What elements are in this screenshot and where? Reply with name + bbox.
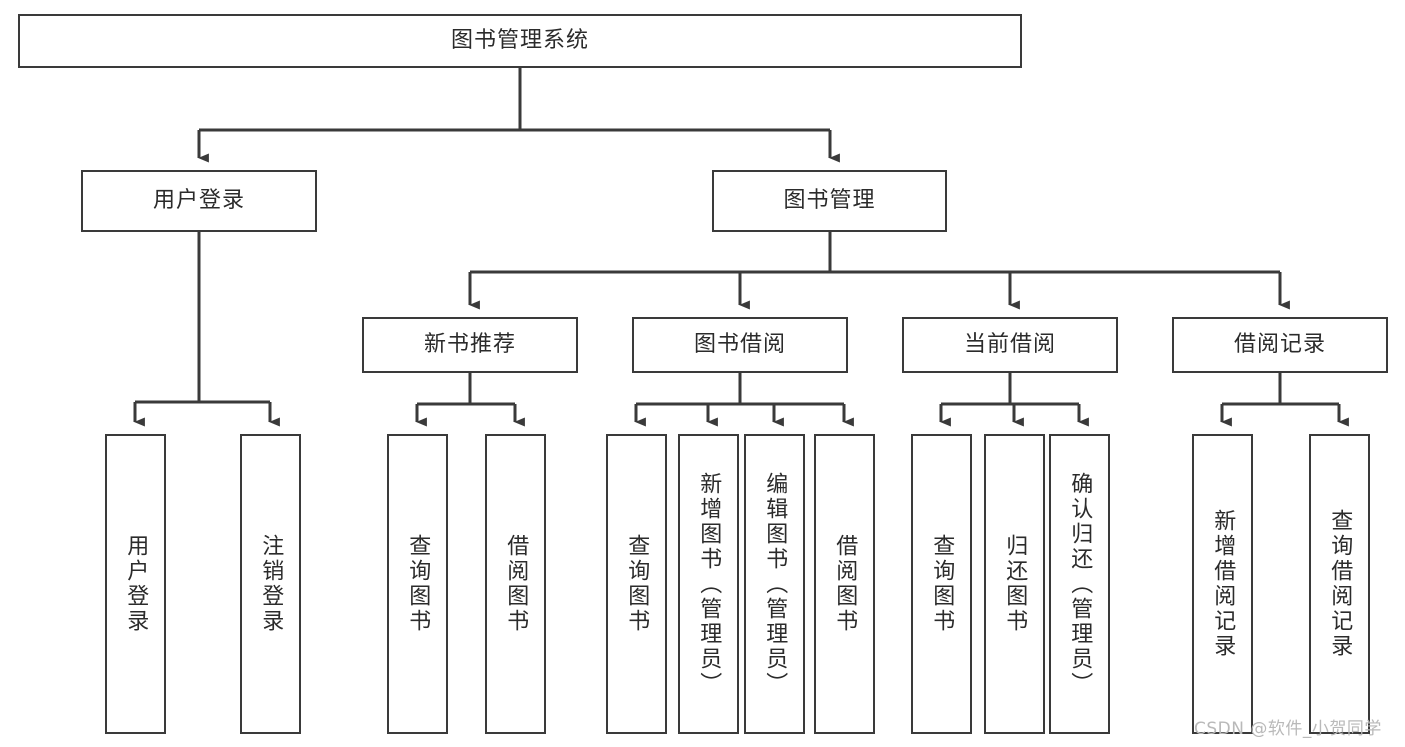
node-leaf-user-login[interactable]: 用户登录 bbox=[105, 434, 166, 734]
node-leaf-add-record[interactable]: 新增借阅记录 bbox=[1192, 434, 1253, 734]
node-leaf-query-book-1[interactable]: 查询图书 bbox=[387, 434, 448, 734]
node-leaf-user-login-label: 用户登录 bbox=[123, 534, 149, 634]
node-user-login-label: 用户登录 bbox=[152, 187, 245, 213]
node-borrow-record-label: 借阅记录 bbox=[1233, 331, 1326, 357]
node-leaf-return-book[interactable]: 归还图书 bbox=[984, 434, 1045, 734]
node-leaf-query-record[interactable]: 查询借阅记录 bbox=[1309, 434, 1370, 734]
node-leaf-query-record-label: 查询借阅记录 bbox=[1327, 509, 1353, 659]
csdn-watermark: CSDN @软件_小贺同学 bbox=[1194, 719, 1382, 739]
node-leaf-add-book-label: 新增图书（管理员） bbox=[696, 471, 722, 697]
node-leaf-add-book[interactable]: 新增图书（管理员） bbox=[678, 434, 739, 734]
node-leaf-query-book-2[interactable]: 查询图书 bbox=[606, 434, 667, 734]
node-leaf-edit-book[interactable]: 编辑图书（管理员） bbox=[744, 434, 805, 734]
node-leaf-logout-label: 注销登录 bbox=[258, 534, 284, 634]
node-leaf-edit-book-label: 编辑图书（管理员） bbox=[762, 471, 788, 697]
node-new-book-recommend-label: 新书推荐 bbox=[423, 331, 516, 357]
node-leaf-borrow-book-1-label: 借阅图书 bbox=[503, 534, 529, 634]
node-root[interactable]: 图书管理系统 bbox=[18, 14, 1022, 68]
node-leaf-confirm-return[interactable]: 确认归还（管理员） bbox=[1049, 434, 1110, 734]
node-leaf-query-book-2-label: 查询图书 bbox=[624, 534, 650, 634]
node-leaf-query-book-3[interactable]: 查询图书 bbox=[911, 434, 972, 734]
node-current-borrow[interactable]: 当前借阅 bbox=[902, 317, 1118, 373]
node-leaf-borrow-book-2-label: 借阅图书 bbox=[832, 534, 858, 634]
node-book-manage-label: 图书管理 bbox=[783, 187, 876, 213]
node-leaf-query-book-3-label: 查询图书 bbox=[929, 534, 955, 634]
node-leaf-logout[interactable]: 注销登录 bbox=[240, 434, 301, 734]
node-leaf-borrow-book-1[interactable]: 借阅图书 bbox=[485, 434, 546, 734]
node-book-manage[interactable]: 图书管理 bbox=[712, 170, 947, 232]
node-user-login[interactable]: 用户登录 bbox=[81, 170, 317, 232]
node-new-book-recommend[interactable]: 新书推荐 bbox=[362, 317, 578, 373]
node-leaf-query-book-1-label: 查询图书 bbox=[405, 534, 431, 634]
node-current-borrow-label: 当前借阅 bbox=[963, 331, 1056, 357]
node-leaf-add-record-label: 新增借阅记录 bbox=[1210, 509, 1236, 659]
node-leaf-borrow-book-2[interactable]: 借阅图书 bbox=[814, 434, 875, 734]
node-borrow-record[interactable]: 借阅记录 bbox=[1172, 317, 1388, 373]
node-root-label: 图书管理系统 bbox=[450, 27, 589, 53]
node-leaf-return-book-label: 归还图书 bbox=[1002, 534, 1028, 634]
node-book-borrow[interactable]: 图书借阅 bbox=[632, 317, 848, 373]
node-leaf-confirm-return-label: 确认归还（管理员） bbox=[1067, 471, 1093, 697]
node-book-borrow-label: 图书借阅 bbox=[693, 331, 786, 357]
